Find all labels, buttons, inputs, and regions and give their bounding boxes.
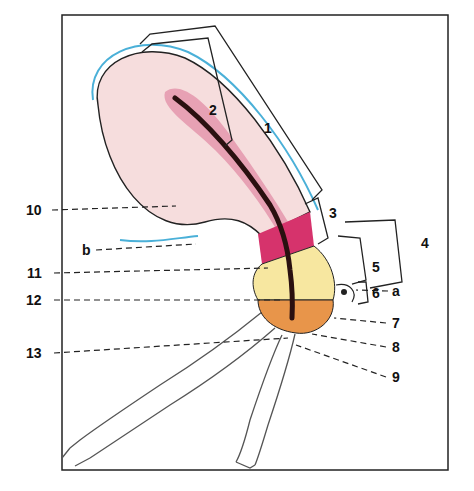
callout-label: 5 <box>371 259 381 275</box>
callout-label: 2 <box>208 102 218 118</box>
callout-label: 12 <box>25 292 43 308</box>
vestibule <box>258 300 333 333</box>
frame <box>62 15 448 470</box>
brackets <box>140 26 402 304</box>
anus-outline <box>336 284 354 302</box>
callout-label: 8 <box>391 339 401 355</box>
canal <box>175 98 292 318</box>
callout-label: 13 <box>25 345 43 361</box>
callout-label: a <box>391 283 401 299</box>
leader-lines <box>52 206 388 377</box>
callout-label: 9 <box>391 369 401 385</box>
ligament <box>120 236 198 241</box>
callout-label: 1 <box>263 120 273 136</box>
callout-label: 11 <box>26 265 43 281</box>
callout-label: 10 <box>25 202 43 218</box>
callout-label: 3 <box>328 205 338 221</box>
limb-bones <box>62 312 295 468</box>
callout-label: 7 <box>391 315 401 331</box>
callout-label: 4 <box>420 235 430 251</box>
uterus-body <box>97 52 310 236</box>
callout-label: b <box>81 242 92 258</box>
callout-label: 6 <box>371 285 381 301</box>
anus <box>341 289 347 295</box>
